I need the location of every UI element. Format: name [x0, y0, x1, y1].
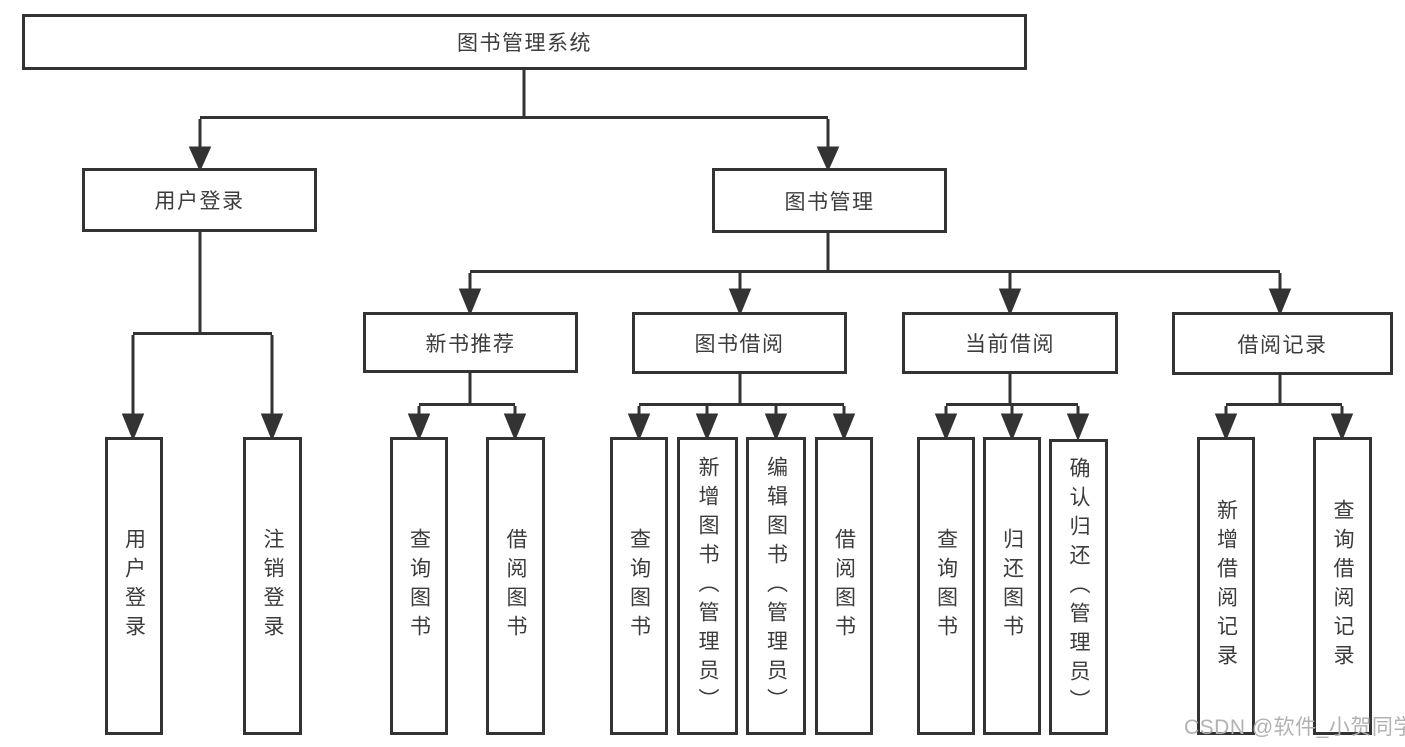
- csdn-watermark: CSDN @软件_小贺同学: [1184, 716, 1405, 739]
- node-leaf-query-books-2: 查询图书: [610, 437, 668, 735]
- node-leaf-logout: 注销登录: [243, 437, 302, 735]
- node-borrowing-records: 借阅记录: [1172, 312, 1393, 375]
- node-leaf-borrow-books-1: 借阅图书: [486, 437, 545, 735]
- node-leaf-add-books-admin: 新增图书（管理员）: [677, 437, 738, 735]
- node-book-borrowing: 图书借阅: [632, 312, 847, 374]
- node-new-book-recommend: 新书推荐: [363, 312, 578, 373]
- node-leaf-borrow-books-2: 借阅图书: [815, 437, 873, 735]
- node-leaf-confirm-return-admin: 确认归还（管理员）: [1049, 439, 1108, 735]
- node-leaf-edit-books-admin: 编辑图书（管理员）: [746, 437, 806, 735]
- node-leaf-query-borrow-record: 查询借阅记录: [1313, 437, 1372, 735]
- node-leaf-query-books-3: 查询图书: [917, 437, 975, 735]
- node-leaf-add-borrow-record: 新增借阅记录: [1197, 437, 1255, 735]
- node-leaf-return-books: 归还图书: [983, 437, 1041, 735]
- node-current-borrowing: 当前借阅: [902, 312, 1118, 374]
- node-user-login: 用户登录: [82, 168, 317, 232]
- node-book-management: 图书管理: [712, 168, 947, 233]
- node-leaf-query-books-1: 查询图书: [390, 437, 448, 735]
- node-root-system: 图书管理系统: [22, 14, 1027, 70]
- node-leaf-user-login: 用户登录: [105, 437, 163, 735]
